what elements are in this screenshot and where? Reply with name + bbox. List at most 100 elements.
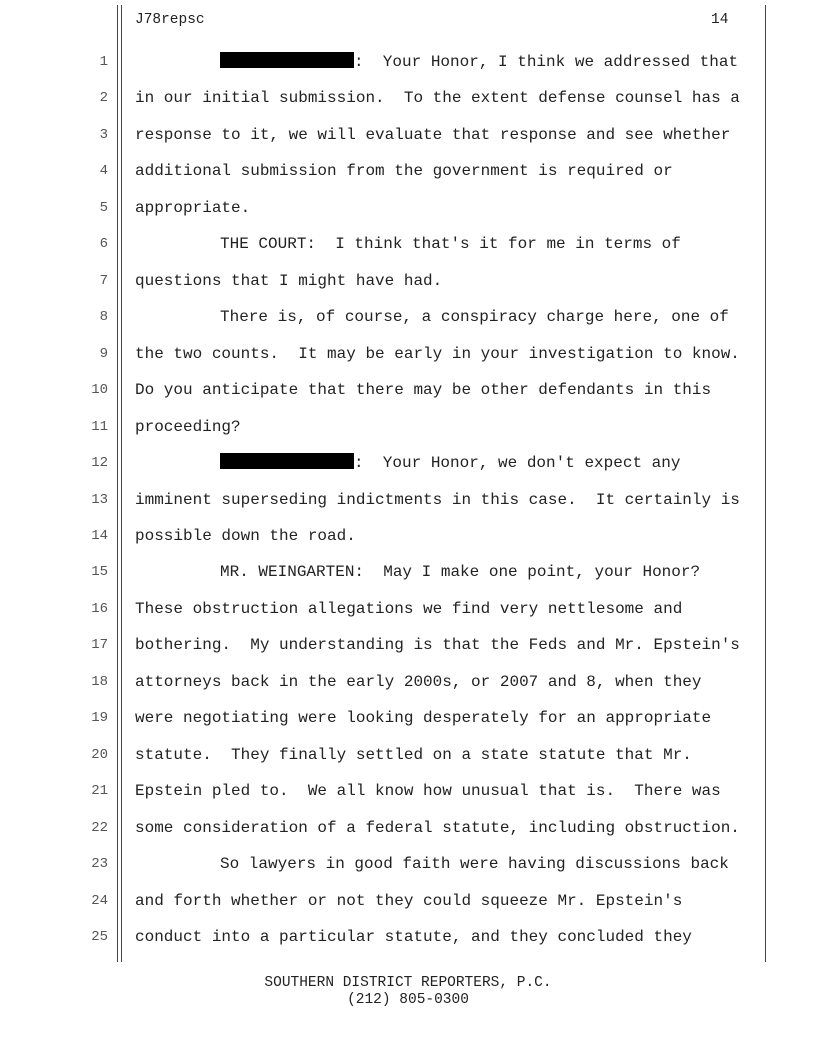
line-number: 3 [99,126,108,143]
line-number: 8 [99,309,108,326]
line-number: 21 [91,783,108,800]
transcript-line: 10 Do you anticipate that there may be ot… [0,380,816,400]
transcript-line: 2 in our initial submission. To the exten… [0,88,816,108]
line-content: appropriate. [135,198,251,217]
line-number: 6 [99,236,108,253]
line-content: imminent superseding indictments in this… [135,490,740,509]
line-text: appropriate. [135,198,250,218]
line-text: possible down the road. [135,526,356,546]
line-text: Epstein pled to. We all know how unusual… [135,781,721,801]
line-content: So lawyers in good faith were having dis… [220,855,729,874]
line-text: were negotiating were looking desperatel… [135,708,711,728]
line-number: 10 [91,382,108,399]
line-number: 13 [91,491,108,508]
line-content: proceeding? [135,417,241,436]
line-text: response to it, we will evaluate that re… [135,125,730,145]
line-text: So lawyers in good faith were having dis… [220,854,729,874]
line-content: conduct into a particular statute, and t… [135,928,692,947]
line-content: possible down the road. [135,526,356,545]
footer-phone: (212) 805-0300 [347,992,469,1008]
line-text: conduct into a particular statute, and t… [135,927,692,947]
transcript-line: 16 These obstruction allegations we find … [0,599,816,619]
transcript-line: 4 additional submission from the governme… [0,161,816,181]
line-content: MR. WEINGARTEN: May I make one point, yo… [220,563,701,582]
line-text: imminent superseding indictments in this… [135,490,740,510]
line-text: THE COURT: I think that's it for me in t… [220,234,681,254]
page-number: 14 [711,12,729,28]
line-text: bothering. My understanding is that the … [135,635,740,655]
right-margin-rule [765,5,766,962]
transcript-line: 1 : Your Honor, I think we addressed that [0,52,816,72]
line-number: 1 [99,54,108,70]
line-number: 15 [91,564,108,581]
line-number: 7 [99,272,108,289]
line-number: 25 [91,929,108,946]
line-content: in our initial submission. To the extent… [135,89,740,108]
line-text: questions that I might have had. [135,271,442,291]
line-number: 19 [91,710,108,727]
redaction-box [220,453,354,470]
line-content: There is, of course, a conspiracy charge… [220,308,729,327]
line-text: the two counts. It may be early in your … [135,344,740,364]
line-content: : Your Honor, we don't expect any [354,454,681,473]
line-text: attorneys back in the early 2000s, or 20… [135,672,702,692]
line-text: : Your Honor, I think we addressed that [220,52,738,72]
line-text: proceeding? [135,417,241,437]
transcript-line: 18 attorneys back in the early 2000s, or … [0,672,816,692]
line-content: bothering. My understanding is that the … [135,636,740,655]
line-text: in our initial submission. To the extent… [135,88,740,108]
line-number: 11 [91,418,108,435]
line-number: 4 [99,163,108,180]
line-content: questions that I might have had. [135,271,443,290]
left-margin-rule-inner [121,5,122,962]
line-content: the two counts. It may be early in your … [135,344,740,363]
transcript-line: 15 MR. WEINGARTEN: May I make one point, … [0,562,816,582]
footer-reporter: SOUTHERN DISTRICT REPORTERS, P.C. [264,975,552,991]
transcript-line: 19 were negotiating were looking desperat… [0,708,816,728]
line-number: 18 [91,673,108,690]
line-number: 5 [99,199,108,216]
line-number: 14 [91,527,108,544]
line-text: some consideration of a federal statute,… [135,818,740,838]
line-content: were negotiating were looking desperatel… [135,709,712,728]
transcript-line: 25 conduct into a particular statute, and… [0,927,816,947]
line-text: MR. WEINGARTEN: May I make one point, yo… [220,562,700,582]
transcript-line: 5 appropriate. [0,198,816,218]
transcript-line: 3 response to it, we will evaluate that r… [0,125,816,145]
transcript-line: 13 imminent superseding indictments in th… [0,490,816,510]
line-content: These obstruction allegations we find ve… [135,599,683,618]
line-text: statute. They finally settled on a state… [135,745,692,765]
transcript-line: 11 proceeding? [0,417,816,437]
transcript-line: 23 So lawyers in good faith were having d… [0,854,816,874]
line-content: : Your Honor, I think we addressed that [354,53,739,71]
line-number: 20 [91,746,108,763]
transcript-line: 14 possible down the road. [0,526,816,546]
transcript-line: 20 statute. They finally settled on a sta… [0,745,816,765]
line-number: 2 [99,90,108,107]
line-text: There is, of course, a conspiracy charge… [220,307,729,327]
line-text: additional submission from the governmen… [135,161,673,181]
transcript-line: 6 THE COURT: I think that's it for me in … [0,234,816,254]
line-content: attorneys back in the early 2000s, or 20… [135,672,702,691]
transcript-line: 8 There is, of course, a conspiracy charg… [0,307,816,327]
line-number: 23 [91,856,108,873]
transcript-line: 22 some consideration of a federal statut… [0,818,816,838]
line-content: Epstein pled to. We all know how unusual… [135,782,721,801]
line-content: statute. They finally settled on a state… [135,745,692,764]
line-content: Do you anticipate that there may be othe… [135,381,712,400]
line-number: 22 [91,819,108,836]
line-text: These obstruction allegations we find ve… [135,599,682,619]
line-text: Do you anticipate that there may be othe… [135,380,711,400]
redaction-box [220,52,354,68]
transcript-line: 21 Epstein pled to. We all know how unusu… [0,781,816,801]
line-number: 12 [91,455,108,472]
case-code: J78repsc [135,12,205,28]
line-number: 24 [91,892,108,909]
left-margin-rule-outer [117,5,118,962]
line-content: some consideration of a federal statute,… [135,818,740,837]
line-number: 16 [91,600,108,617]
line-text: : Your Honor, we don't expect any [220,453,680,473]
